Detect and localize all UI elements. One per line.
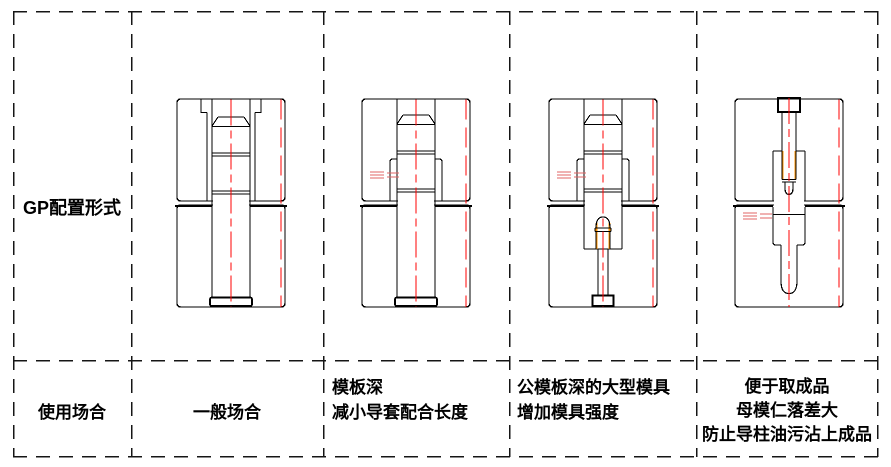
usage-line: 增加模具强度	[517, 403, 619, 422]
usage-cell-general: 一般场合	[131, 400, 323, 425]
usage-cell-large-mold: 公模板深的大型模具 增加模具强度	[517, 375, 693, 425]
gp-config-row-label: GP配置形式	[22, 198, 121, 218]
usage-row-label: 使用场合	[38, 403, 106, 422]
usage-line: 模板深	[332, 378, 383, 397]
usage-cell-easy-removal: 便于取成品 母模仁落差大 防止导柱油污沾上成品	[696, 375, 878, 447]
usage-line: 公模板深的大型模具	[517, 378, 670, 397]
usage-line: 便于取成品	[744, 377, 830, 396]
mold-diagram-retaining-screw-icon	[547, 98, 659, 308]
mold-diagram-standard-guide-pin-icon	[175, 98, 287, 308]
usage-cell-deep-template: 模板深 减小导套配合长度	[332, 375, 504, 425]
usage-line: 防止导柱油污沾上成品	[702, 425, 872, 444]
mold-diagram-inverted-pin-icon	[733, 97, 845, 308]
usage-line: 一般场合	[193, 403, 261, 422]
mold-diagram-short-bushing-icon	[360, 98, 472, 308]
usage-line: 减小导套配合长度	[332, 403, 468, 422]
usage-line: 母模仁落差大	[736, 401, 838, 420]
